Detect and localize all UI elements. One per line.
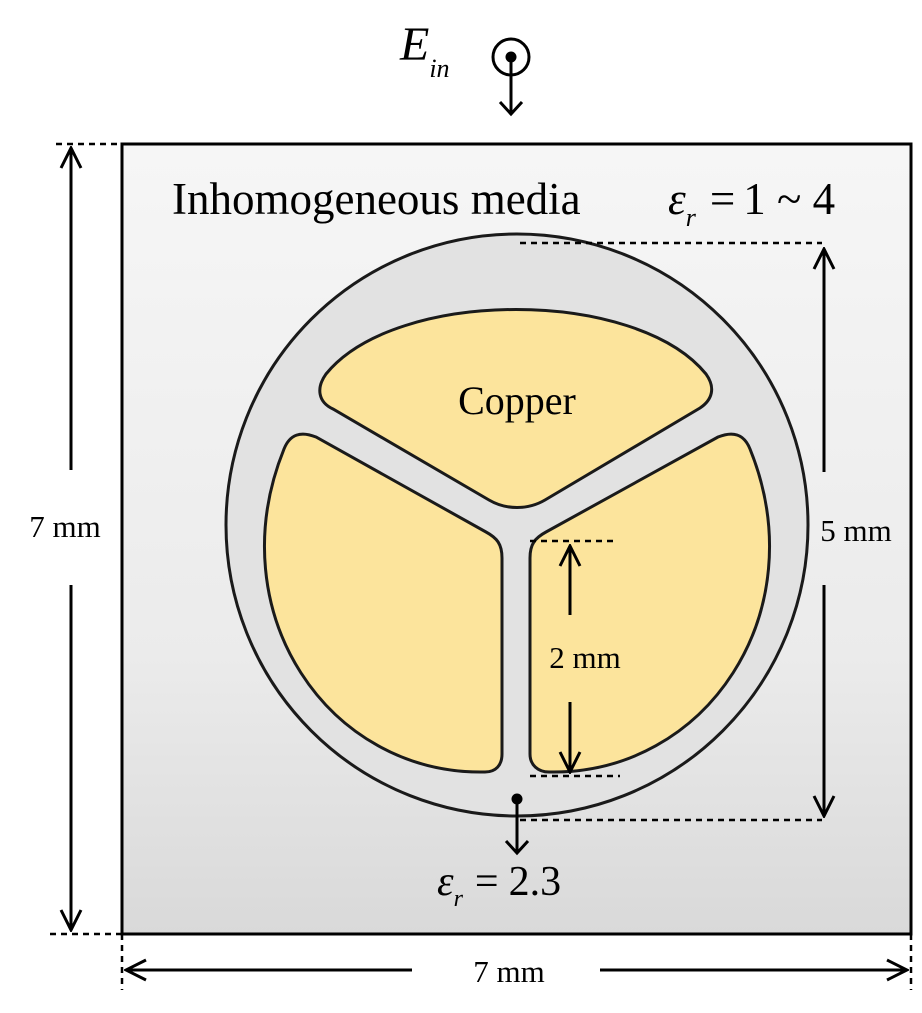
width-dimension-label: 7 mm xyxy=(473,954,544,989)
gap-pointer xyxy=(504,793,530,856)
incident-field-label: Ein xyxy=(399,18,450,83)
height-dimension xyxy=(50,142,122,936)
copper-sector-top xyxy=(318,308,714,509)
copper-sector-right xyxy=(528,432,771,774)
copper-sector-left xyxy=(263,432,504,774)
slot-dimension-label: 2 mm xyxy=(549,640,620,675)
diameter-dimension-label: 5 mm xyxy=(820,513,891,548)
height-dimension-label: 7 mm xyxy=(29,509,100,544)
copper-label: Copper xyxy=(458,378,576,423)
slot-dimension xyxy=(530,539,620,778)
gap-permittivity: εr=2.3 xyxy=(437,859,561,912)
width-dimension xyxy=(120,934,913,990)
field-out-of-plane-icon xyxy=(491,37,531,117)
diameter-dimension xyxy=(520,241,824,822)
substrate-permittivity: εr=1 ~ 4 xyxy=(668,174,835,232)
substrate-label: Inhomogeneous media xyxy=(172,174,581,224)
